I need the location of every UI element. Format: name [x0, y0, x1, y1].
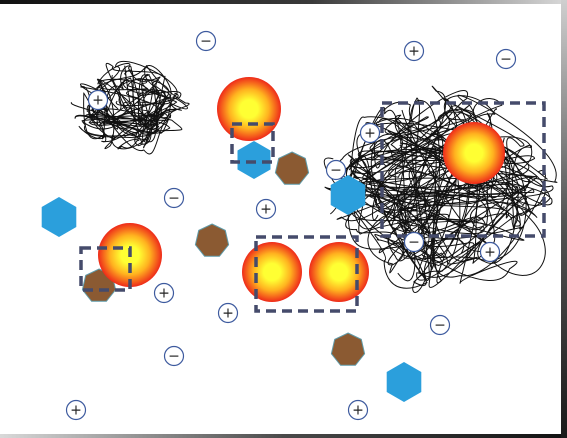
heptagon-icon — [195, 224, 228, 256]
minus-marker-icon: − — [431, 316, 450, 335]
plus-marker-glyph: + — [484, 245, 496, 261]
hexagon-icon — [238, 141, 271, 179]
plus-marker-icon: + — [89, 91, 108, 110]
plus-marker-glyph: + — [158, 286, 170, 302]
plus-marker-icon: + — [361, 124, 380, 143]
minus-marker-glyph: − — [500, 52, 512, 68]
minus-marker-icon: − — [165, 189, 184, 208]
minus-marker-glyph: − — [168, 191, 180, 207]
scribble-left-icon — [71, 61, 189, 154]
minus-marker-icon: − — [197, 32, 216, 51]
plus-marker-glyph: + — [408, 44, 420, 60]
plus-marker-glyph: + — [222, 306, 234, 322]
minus-marker-glyph: − — [330, 163, 342, 179]
minus-marker-icon: − — [405, 233, 424, 252]
hexagon-icon — [387, 362, 422, 402]
plus-marker-icon: + — [481, 243, 500, 262]
plus-marker-glyph: + — [70, 403, 82, 419]
minus-marker-icon: − — [327, 161, 346, 180]
top-border — [0, 0, 567, 4]
minus-marker-glyph: − — [408, 235, 420, 251]
minus-marker-glyph: − — [168, 349, 180, 365]
plus-marker-glyph: + — [364, 126, 376, 142]
plus-marker-glyph: + — [352, 403, 364, 419]
sphere-icon — [242, 242, 302, 302]
plus-marker-glyph: + — [260, 202, 272, 218]
bottom-border — [0, 434, 567, 438]
sphere-icon — [309, 242, 369, 302]
minus-marker-icon: − — [497, 50, 516, 69]
sphere-icon — [443, 122, 505, 184]
minus-marker-glyph: − — [200, 34, 212, 50]
plus-marker-glyph: + — [92, 93, 104, 109]
plus-marker-icon: + — [349, 401, 368, 420]
heptagon-icon — [331, 333, 364, 365]
plus-marker-icon: + — [219, 304, 238, 323]
minus-marker-glyph: − — [434, 318, 446, 334]
plus-marker-icon: + — [67, 401, 86, 420]
right-border — [561, 0, 567, 438]
plus-marker-icon: + — [155, 284, 174, 303]
minus-marker-icon: − — [165, 347, 184, 366]
plus-marker-icon: + — [405, 42, 424, 61]
plus-marker-icon: + — [257, 200, 276, 219]
hexagon-icon — [42, 197, 77, 237]
heptagon-icon — [275, 152, 308, 184]
